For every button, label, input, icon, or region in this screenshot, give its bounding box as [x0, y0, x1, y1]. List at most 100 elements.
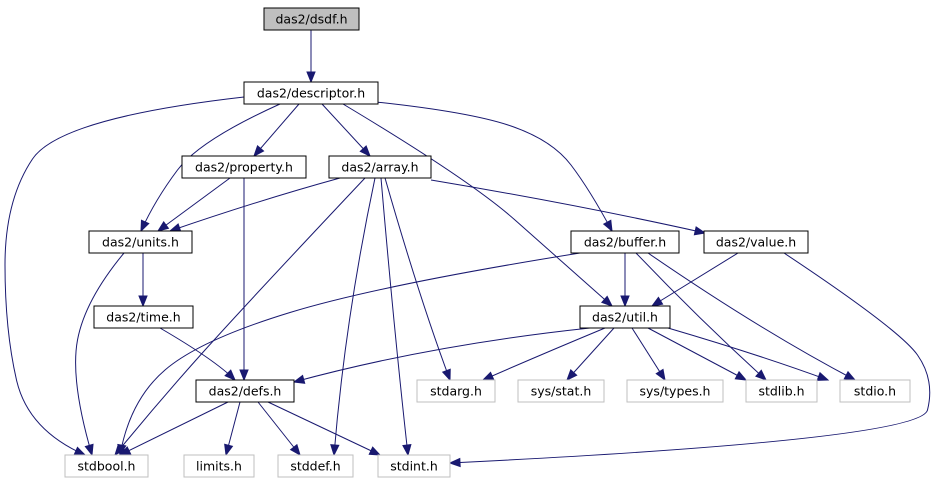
- node-stdlib: stdlib.h: [745, 379, 818, 403]
- node-label: das2/util.h: [592, 310, 658, 325]
- edge-line: [253, 103, 300, 157]
- node-descriptor[interactable]: das2/descriptor.h: [243, 81, 379, 105]
- edge-line: [482, 327, 606, 381]
- node-box: [745, 379, 818, 403]
- node-label: stdio.h: [854, 384, 896, 399]
- arrow-head-icon: [253, 144, 265, 158]
- node-stdarg: stdarg.h: [416, 379, 496, 403]
- edge-array-to-stddef: [330, 177, 376, 457]
- node-buffer[interactable]: das2/buffer.h: [570, 230, 680, 254]
- node-defs[interactable]: das2/defs.h: [195, 379, 295, 403]
- edge-line: [114, 177, 366, 456]
- edge-value-to-stdint: [448, 252, 931, 468]
- edge-line: [430, 179, 706, 234]
- edge-defs-to-limits: [224, 401, 241, 457]
- node-value[interactable]: das2/value.h: [703, 230, 809, 254]
- arrow-head-icon: [755, 369, 767, 381]
- node-dsdf[interactable]: das2/dsdf.h: [263, 7, 360, 31]
- node-systypes: sys/types.h: [626, 379, 724, 403]
- edge-line: [119, 252, 581, 456]
- edge-property-to-defs: [239, 178, 249, 382]
- edge-array-to-units: [168, 177, 341, 233]
- edge-util-to-stdlib: [647, 327, 748, 381]
- edge-dsdf-to-descriptor: [306, 30, 316, 84]
- node-label: das2/property.h: [195, 160, 293, 175]
- node-label: das2/value.h: [716, 235, 796, 250]
- arrow-head-icon: [330, 444, 340, 457]
- edge-line: [449, 252, 931, 464]
- node-box: [181, 155, 307, 179]
- node-box: [517, 379, 605, 403]
- node-box: [64, 454, 149, 478]
- arrow-head-icon: [441, 368, 451, 382]
- arrow-head-icon: [156, 220, 170, 232]
- arrow-head-icon: [650, 296, 664, 307]
- arrow-head-icon: [368, 446, 382, 456]
- arrow-head-icon: [168, 223, 182, 233]
- arrow-head-icon: [239, 369, 249, 382]
- edge-descriptor-to-array: [321, 103, 371, 157]
- edge-defs-to-stdbool: [118, 401, 229, 456]
- node-stdint: stdint.h: [377, 454, 451, 478]
- node-box: [277, 454, 354, 478]
- node-label: das2/array.h: [341, 160, 418, 175]
- edge-line: [267, 401, 381, 456]
- edge-line: [651, 252, 739, 307]
- edge-buffer-to-stdio: [647, 252, 857, 381]
- node-box: [93, 305, 194, 329]
- edge-property-to-units: [156, 177, 231, 232]
- node-property[interactable]: das2/property.h: [181, 155, 307, 179]
- arrow-head-icon: [73, 446, 87, 456]
- node-label: das2/buffer.h: [584, 235, 666, 250]
- edge-defs-to-stddef: [257, 401, 301, 457]
- edge-line: [635, 252, 767, 381]
- arrow-head-icon: [140, 219, 150, 233]
- arrow-head-icon: [224, 443, 234, 457]
- edge-line: [321, 103, 371, 157]
- node-array[interactable]: das2/array.h: [328, 155, 432, 179]
- node-label: stdint.h: [390, 459, 438, 474]
- node-label: stdlib.h: [758, 384, 804, 399]
- arrow-head-icon: [448, 457, 461, 468]
- node-units[interactable]: das2/units.h: [88, 230, 193, 254]
- node-label: das2/dsdf.h: [275, 12, 347, 27]
- edge-line: [667, 327, 829, 381]
- node-label: das2/descriptor.h: [257, 86, 365, 101]
- edge-array-to-stdint: [380, 177, 412, 457]
- node-box: [377, 454, 451, 478]
- edge-descriptor-to-units: [140, 103, 281, 233]
- edges-layer: [4, 30, 931, 468]
- edge-line: [169, 177, 341, 232]
- node-label: das2/defs.h: [209, 384, 282, 399]
- node-box: [839, 379, 911, 403]
- edge-util-to-sysstat: [566, 327, 615, 381]
- arrow-head-icon: [292, 374, 306, 384]
- node-label: stddef.h: [290, 459, 340, 474]
- arrow-head-icon: [117, 443, 127, 457]
- node-label: sys/stat.h: [531, 384, 592, 399]
- node-box: [626, 379, 724, 403]
- edge-array-to-value: [430, 179, 707, 236]
- arrow-head-icon: [481, 371, 495, 381]
- arrow-head-icon: [655, 368, 666, 382]
- node-box: [183, 454, 255, 478]
- node-time[interactable]: das2/time.h: [93, 305, 194, 329]
- edge-line: [140, 103, 281, 232]
- edge-array-to-stdarg: [384, 177, 451, 382]
- node-box: [570, 230, 680, 254]
- node-label: stdbool.h: [78, 459, 136, 474]
- node-util[interactable]: das2/util.h: [579, 305, 671, 329]
- node-label: sys/types.h: [640, 384, 711, 399]
- arrow-head-icon: [138, 295, 148, 308]
- arrow-head-icon: [359, 145, 371, 157]
- edge-line: [293, 327, 591, 383]
- node-box: [703, 230, 809, 254]
- arrow-head-icon: [602, 219, 613, 233]
- edge-units-to-time: [138, 253, 148, 308]
- edge-buffer-to-stdbool: [117, 252, 581, 457]
- edge-line: [375, 101, 613, 232]
- edge-util-to-defs: [292, 327, 591, 384]
- node-limits: limits.h: [183, 454, 255, 478]
- edge-line: [333, 177, 376, 456]
- arrow-head-icon: [734, 370, 748, 381]
